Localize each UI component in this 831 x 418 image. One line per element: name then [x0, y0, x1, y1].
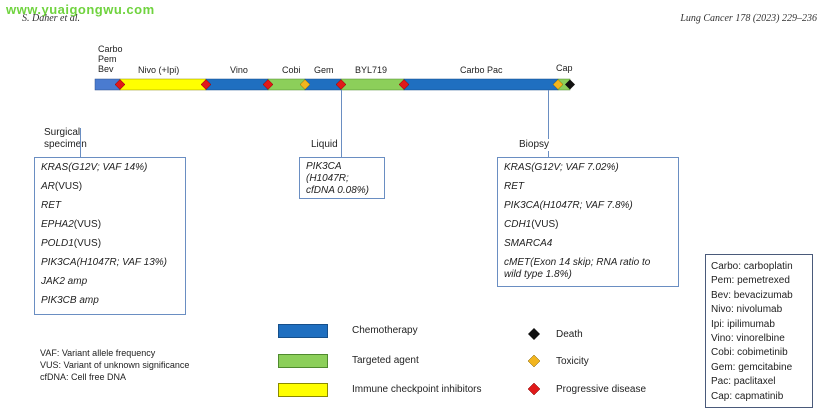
segment-byl719	[340, 78, 405, 91]
legend-toxicity-icon	[527, 354, 541, 368]
abbreviation-row: Gem: gemcitabine	[711, 361, 793, 373]
abbreviation-row: Cobi: cobimetinib	[711, 347, 788, 359]
mutation-row: CDH1(VUS)	[504, 219, 559, 230]
timeline-label-byl719: BYL719	[355, 65, 388, 75]
liquid-mutations-box: PIK3CA (H1047R; cfDNA 0.08%)	[299, 157, 385, 199]
biopsy-connector	[548, 90, 549, 157]
liquid-label: Liquid	[309, 139, 340, 151]
timeline-label-cap: Cap	[556, 63, 573, 73]
label-pem: Pem	[98, 54, 117, 64]
legend-label-progressive: Progressive disease	[556, 384, 647, 395]
mutation-row: KRAS(G12V; VAF 7.02%)	[504, 162, 619, 173]
legend-death-icon	[528, 328, 540, 340]
legend-label-toxicity: Toxicity	[556, 356, 589, 367]
mutation-row: PIK3CA(H1047R; VAF 13%)	[41, 257, 167, 268]
mutation-row: RET	[504, 181, 524, 192]
footnote-cfdna: cfDNA: Cell free DNA	[40, 372, 127, 382]
segment-gem	[304, 78, 342, 91]
timeline-label-carbo-pem-bev: Carbo Pem Bev	[98, 44, 123, 74]
journal-header: Lung Cancer 178 (2023) 229–236	[680, 13, 817, 24]
abbreviation-row: Nivo: nivolumab	[711, 304, 783, 316]
mutation-row: POLD1(VUS)	[41, 238, 102, 249]
author-header: S. Daher et al.	[22, 13, 81, 24]
surgical-connector	[80, 128, 81, 157]
progressive-disease-marker-3	[262, 79, 274, 90]
mutation-row: SMARCA4	[504, 238, 553, 249]
surgical-specimen-label: Surgical specimen	[44, 127, 87, 151]
biopsy-label: Biopsy	[517, 139, 552, 151]
death-marker	[565, 79, 575, 90]
legend-progressive-icon	[527, 382, 541, 396]
toxicity-marker-2	[552, 79, 564, 90]
mutation-row: PIK3CA(H1047R; VAF 7.8%)	[504, 200, 633, 211]
label-bev: Bev	[98, 64, 114, 74]
toxicity-marker-1	[299, 79, 311, 90]
mutation-row: AR(VUS)	[41, 181, 83, 192]
mutation-row: EPHA2(VUS)	[41, 219, 102, 230]
progressive-disease-marker-2	[200, 79, 212, 90]
mutation-row: PIK3CB amp	[41, 295, 99, 306]
mutation-row: PIK3CA	[306, 161, 342, 172]
treatment-timeline	[94, 78, 575, 91]
legend-label-death: Death	[556, 329, 583, 340]
biopsy-mutations-box: KRAS(G12V; VAF 7.02%) RET PIK3CA(H1047R;…	[497, 157, 679, 287]
surgical-label-line-2: specimen	[44, 139, 87, 150]
legend-label-targeted-agent: Targeted agent	[352, 355, 419, 366]
segment-nivo-ipi	[119, 78, 207, 91]
timeline-label-gem: Gem	[314, 65, 334, 75]
mutation-row: wild type 1.8%)	[504, 269, 572, 280]
mutation-row: cMET(Exon 14 skip; RNA ratio to	[504, 257, 651, 268]
surgical-mutations-box: KRAS(G12V; VAF 14%) AR(VUS) RET EPHA2(VU…	[34, 157, 186, 315]
abbreviations-box: Carbo: carboplatin Pem: pemetrexed Bev: …	[705, 254, 813, 408]
legend-swatch-immune-checkpoint	[278, 383, 328, 397]
segment-vino	[205, 78, 269, 91]
mutation-row: (H1047R;	[306, 173, 349, 184]
legend-label-immune-checkpoint: Immune checkpoint inhibitors	[352, 384, 482, 395]
watermark-text: www.yuaigongwu.com	[6, 2, 155, 17]
abbreviation-row: Cap: capmatinib	[711, 390, 784, 402]
timeline-label-carbo-pac: Carbo Pac	[460, 65, 503, 75]
label-carbo: Carbo	[98, 44, 123, 54]
progressive-disease-marker-4	[335, 79, 347, 90]
footnote-vus: VUS: Variant of unknown significance	[40, 360, 190, 370]
progressive-disease-marker-1	[114, 79, 126, 90]
abbreviation-row: Pac: paclitaxel	[711, 376, 776, 388]
abbreviation-row: Ipi: ipilimumab	[711, 318, 775, 330]
mutation-row: RET	[41, 200, 61, 211]
timeline-label-nivo: Nivo (+Ipi)	[138, 65, 180, 75]
legend-marker-icons	[527, 328, 541, 396]
abbreviation-row: Vino: vinorelbine	[711, 333, 785, 345]
abbreviation-row: Carbo: carboplatin	[711, 261, 793, 272]
legend-swatch-chemotherapy	[278, 324, 328, 338]
legend-label-chemotherapy: Chemotherapy	[352, 325, 418, 336]
liquid-connector	[341, 90, 342, 157]
timeline-label-cobi: Cobi	[282, 65, 301, 75]
segment-carbo-pac	[403, 78, 559, 91]
timeline-label-vino: Vino	[230, 65, 248, 75]
mutation-row: JAK2 amp	[41, 276, 88, 287]
mutation-row: KRAS(G12V; VAF 14%)	[41, 162, 148, 173]
abbreviation-row: Pem: pemetrexed	[711, 275, 790, 287]
surgical-label-line-1: Surgical	[44, 127, 81, 138]
segment-cobi	[267, 78, 306, 91]
legend-swatch-targeted-agent	[278, 354, 328, 368]
progressive-disease-marker-5	[398, 79, 410, 90]
abbreviation-row: Bev: bevacizumab	[711, 289, 793, 301]
footnote-vaf: VAF: Variant allele frequency	[40, 348, 156, 358]
mutation-row: cfDNA 0.08%)	[306, 185, 369, 196]
